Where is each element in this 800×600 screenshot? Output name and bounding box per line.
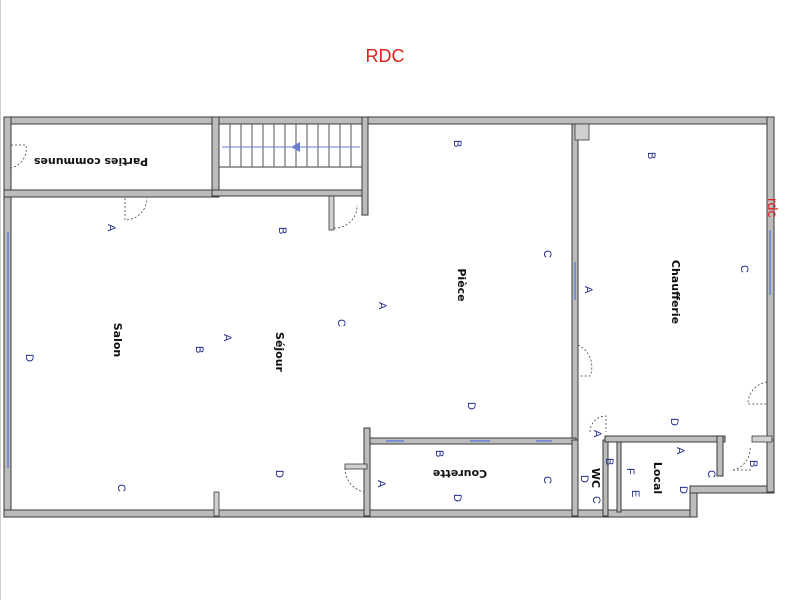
wall-chauff-corner bbox=[574, 123, 590, 141]
wall-stair-right bbox=[361, 116, 369, 216]
interior-walls bbox=[3, 116, 773, 517]
piece-label-d: D bbox=[465, 402, 477, 410]
stair-arrow-icon bbox=[291, 142, 300, 152]
wall-top bbox=[3, 116, 775, 125]
courette-label-d: D bbox=[451, 494, 463, 502]
wall-chauff-stub bbox=[751, 435, 773, 443]
door-salon bbox=[124, 197, 148, 221]
sejour-label-b: B bbox=[276, 227, 288, 234]
piece-label-a: A bbox=[376, 302, 388, 310]
wall-right-lower bbox=[766, 439, 775, 493]
room-salon: Salon bbox=[111, 323, 124, 358]
wall-salon-sejour-stub bbox=[213, 491, 220, 517]
piece-label-b: B bbox=[451, 140, 463, 147]
doors bbox=[10, 144, 768, 493]
room-parties-communes: Parties communes bbox=[33, 155, 148, 168]
room-sejour: Séjour bbox=[273, 332, 286, 373]
wall-bottom-left bbox=[3, 509, 697, 518]
floor-title: RDC bbox=[365, 46, 405, 66]
courette-label-c: C bbox=[541, 476, 553, 484]
stair-outline bbox=[218, 123, 363, 168]
room-local: Local bbox=[651, 462, 664, 494]
wc-label-b: B bbox=[603, 458, 615, 465]
door-sejour bbox=[333, 204, 358, 229]
local-label-f: F bbox=[624, 468, 636, 475]
windows bbox=[7, 230, 771, 468]
salon-label-d: D bbox=[23, 354, 35, 362]
local-label-c: C bbox=[705, 470, 717, 478]
room-piece: Pièce bbox=[455, 268, 468, 301]
wall-parties-right bbox=[211, 116, 220, 198]
door-wc bbox=[589, 415, 607, 433]
wall-stair-bottom bbox=[211, 189, 369, 197]
page-left-border bbox=[0, 0, 1, 600]
door-local bbox=[732, 445, 751, 471]
salon-label-c: C bbox=[115, 484, 127, 492]
chaufferie-label-b: B bbox=[645, 152, 657, 159]
piece-label-c: C bbox=[541, 250, 553, 258]
local-label-e: E bbox=[629, 490, 641, 497]
door-courette bbox=[344, 467, 365, 493]
side-label-rdc: rdc bbox=[765, 198, 781, 217]
door-chaufferie-exterior bbox=[747, 381, 768, 405]
courette-label-b: B bbox=[433, 450, 445, 457]
sejour-label-c: C bbox=[335, 319, 347, 327]
chaufferie-label-d: D bbox=[668, 418, 680, 426]
chaufferie-label-c: C bbox=[738, 265, 750, 273]
wall-bottom-right-ledge bbox=[689, 485, 775, 494]
wall-courette-stub bbox=[344, 463, 368, 470]
local-label-a: A bbox=[674, 447, 686, 455]
wc-label-c: C bbox=[590, 496, 602, 504]
sejour-label-d: D bbox=[273, 470, 285, 478]
local-label-b: B bbox=[747, 460, 759, 467]
room-courette: Courette bbox=[433, 467, 487, 480]
local-label-d: D bbox=[677, 486, 689, 494]
salon-label-a: A bbox=[105, 224, 117, 232]
wall-local-top bbox=[604, 435, 726, 443]
wall-local-divider bbox=[616, 441, 622, 513]
wc-label-d: D bbox=[578, 475, 590, 483]
outer-walls bbox=[3, 116, 775, 518]
wall-parties-bottom bbox=[3, 189, 217, 198]
salon-label-b: B bbox=[193, 346, 205, 353]
room-names: Parties communes Salon Séjour Pièce Chau… bbox=[33, 155, 682, 494]
wall-courette-left bbox=[363, 427, 371, 517]
stair-steps bbox=[229, 124, 352, 167]
room-wc: WC bbox=[589, 468, 602, 488]
wall-courette-right bbox=[571, 439, 579, 517]
sejour-label-a: A bbox=[221, 334, 233, 342]
staircase bbox=[218, 123, 363, 168]
door-piece-chaufferie bbox=[577, 344, 593, 377]
chaufferie-label-a: A bbox=[582, 286, 594, 294]
wc-label-a: A bbox=[591, 430, 603, 438]
wall-labels: A B C D A B C D A B C D A B C D A B C D … bbox=[23, 140, 759, 504]
door-parties-communes bbox=[10, 144, 27, 169]
room-chaufferie: Chaufferie bbox=[669, 260, 682, 324]
courette-label-a: A bbox=[375, 480, 387, 488]
wall-wc-right bbox=[602, 439, 609, 517]
wall-sejour-stub bbox=[328, 195, 335, 231]
wall-local-right bbox=[716, 435, 724, 477]
